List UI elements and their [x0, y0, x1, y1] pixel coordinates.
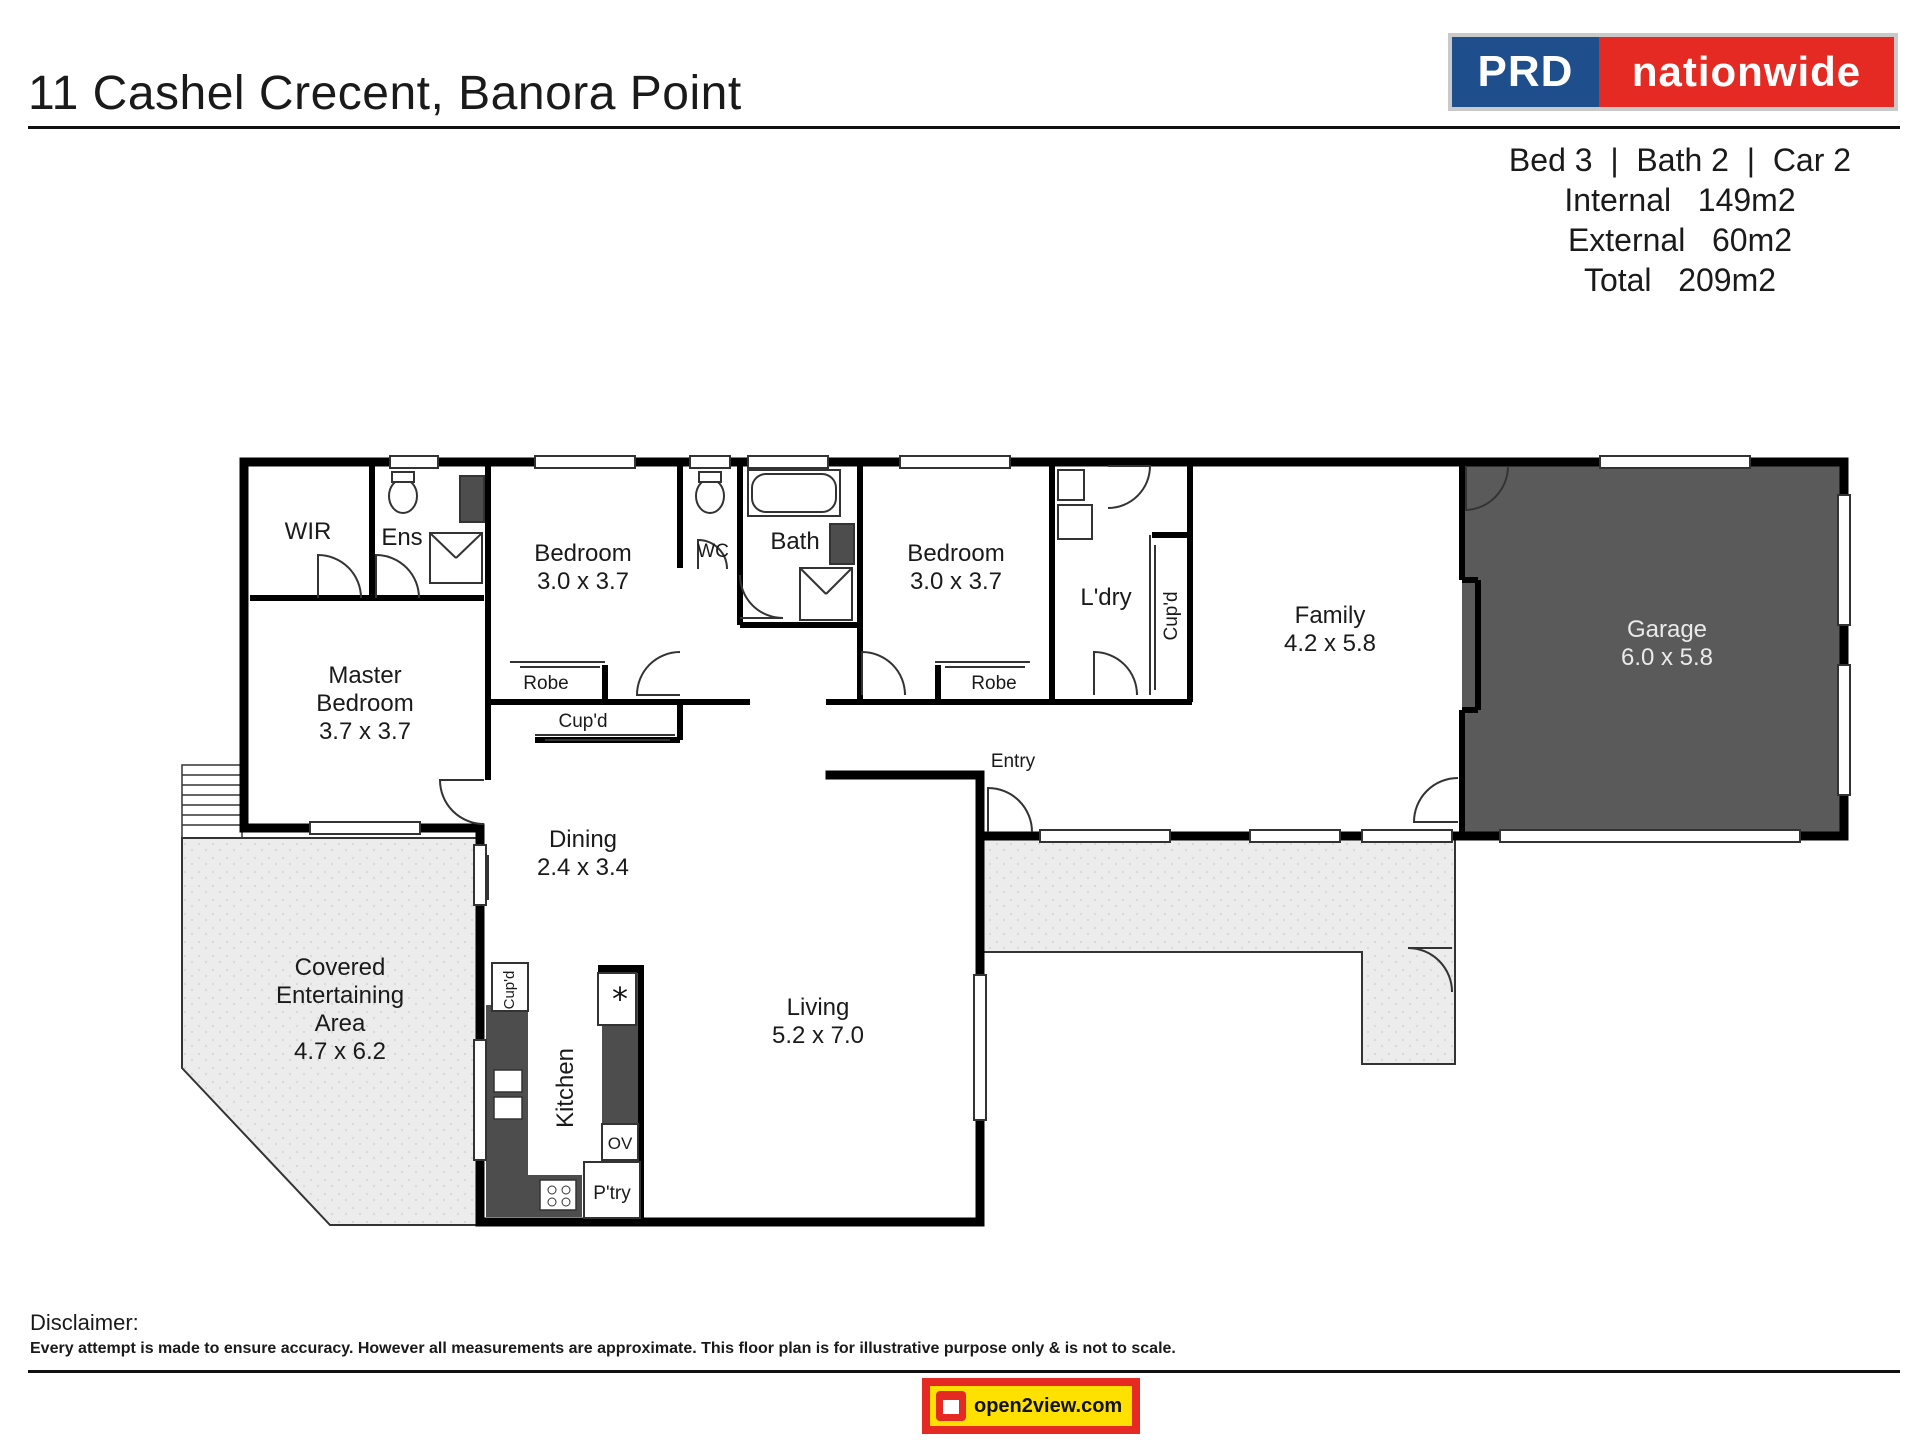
family-name: Family — [1294, 602, 1366, 629]
living-name: Living — [786, 994, 850, 1021]
room-wir: WIR — [284, 518, 332, 545]
room-dining: Dining 2.4 x 3.4 — [537, 826, 629, 882]
room-ensuite: Ens — [381, 524, 423, 551]
room-laundry: L'dry — [1080, 584, 1132, 611]
covered-line-3: Area — [314, 1010, 366, 1037]
stairs — [181, 764, 243, 839]
room-family: Family 4.2 x 5.8 — [1284, 602, 1376, 658]
windows — [309, 455, 1851, 1161]
bathroom-fixtures — [388, 469, 1093, 621]
master-name-1: Master — [328, 662, 402, 689]
disclaimer-title: Disclaimer: — [30, 1310, 139, 1335]
robe-sliders — [487, 535, 1156, 900]
logo-right-text: nationwide — [1599, 37, 1894, 107]
bedroom-2-name: Bedroom — [907, 540, 1005, 567]
master-size: 3.7 x 3.7 — [318, 718, 412, 745]
bedroom-1-size: 3.0 x 3.7 — [536, 568, 630, 595]
master-name-2: Bedroom — [316, 690, 414, 717]
title-divider — [28, 126, 1900, 129]
kitchen-benches — [486, 962, 644, 1222]
house-icon — [936, 1391, 966, 1421]
footer-divider — [28, 1370, 1900, 1373]
logo-left-text: PRD — [1452, 37, 1599, 107]
family-size: 4.2 x 5.8 — [1283, 630, 1377, 657]
dining-size: 2.4 x 3.4 — [536, 854, 630, 881]
laundry-cupboard: Cup'd — [1161, 591, 1182, 641]
covered-entertaining-area — [181, 837, 479, 1226]
open2view-logo: open2view.com — [922, 1378, 1140, 1434]
bedroom-2-size: 3.0 x 3.7 — [909, 568, 1003, 595]
covered-size: 4.7 x 6.2 — [293, 1038, 387, 1065]
kitchen-cupboard: Cup'd — [501, 970, 518, 1010]
room-covered-entertaining: Covered Entertaining Area 4.7 x 6.2 — [276, 954, 404, 1066]
covered-line-2: Entertaining — [275, 982, 405, 1009]
room-wc: WC — [697, 541, 729, 562]
property-stats: Bed 3 | Bath 2 | Car 2 Internal 149m2 Ex… — [1480, 140, 1880, 300]
entry-label: Entry — [990, 751, 1036, 772]
living-size: 5.2 x 7.0 — [771, 1022, 865, 1049]
front-porch-area — [981, 837, 1456, 1065]
prd-nationwide-logo: PRD nationwide — [1448, 33, 1898, 111]
pantry-label: P'try — [593, 1183, 631, 1204]
room-master-bedroom: Master Bedroom 3.7 x 3.7 — [316, 662, 413, 746]
oven-label: OV — [607, 1134, 633, 1153]
room-bath: Bath — [770, 528, 820, 555]
property-address: 11 Cashel Crecent, Banora Point — [28, 67, 742, 120]
room-bedroom-2: Bedroom 3.0 x 3.7 — [907, 540, 1004, 596]
stats-external: External 60m2 — [1567, 222, 1793, 258]
room-garage: Garage 6.0 x 5.8 — [1621, 616, 1713, 672]
room-bedroom-1: Bedroom 3.0 x 3.7 — [534, 540, 631, 596]
garage-floor — [1462, 462, 1844, 838]
door-swings — [317, 465, 1510, 993]
room-kitchen: Kitchen — [552, 1047, 579, 1129]
hall-cupboard: Cup'd — [558, 711, 608, 732]
robe-1: Robe — [523, 673, 569, 694]
room-living: Living 5.2 x 7.0 — [772, 994, 864, 1050]
rangehood-icon: * — [612, 980, 628, 1018]
robe-2: Robe — [971, 673, 1017, 694]
covered-line-1: Covered — [294, 954, 386, 981]
disclaimer-text: Every attempt is made to ensure accuracy… — [30, 1340, 1176, 1357]
stats-summary: Bed 3 | Bath 2 | Car 2 — [1508, 142, 1852, 178]
bedroom-1-name: Bedroom — [534, 540, 632, 567]
open2view-text: open2view.com — [974, 1394, 1123, 1417]
stats-total: Total 209m2 — [1583, 262, 1777, 298]
dining-name: Dining — [548, 826, 618, 853]
garage-size: 6.0 x 5.8 — [1620, 644, 1714, 671]
garage-name: Garage — [1626, 616, 1708, 643]
stats-internal: Internal 149m2 — [1564, 182, 1796, 218]
